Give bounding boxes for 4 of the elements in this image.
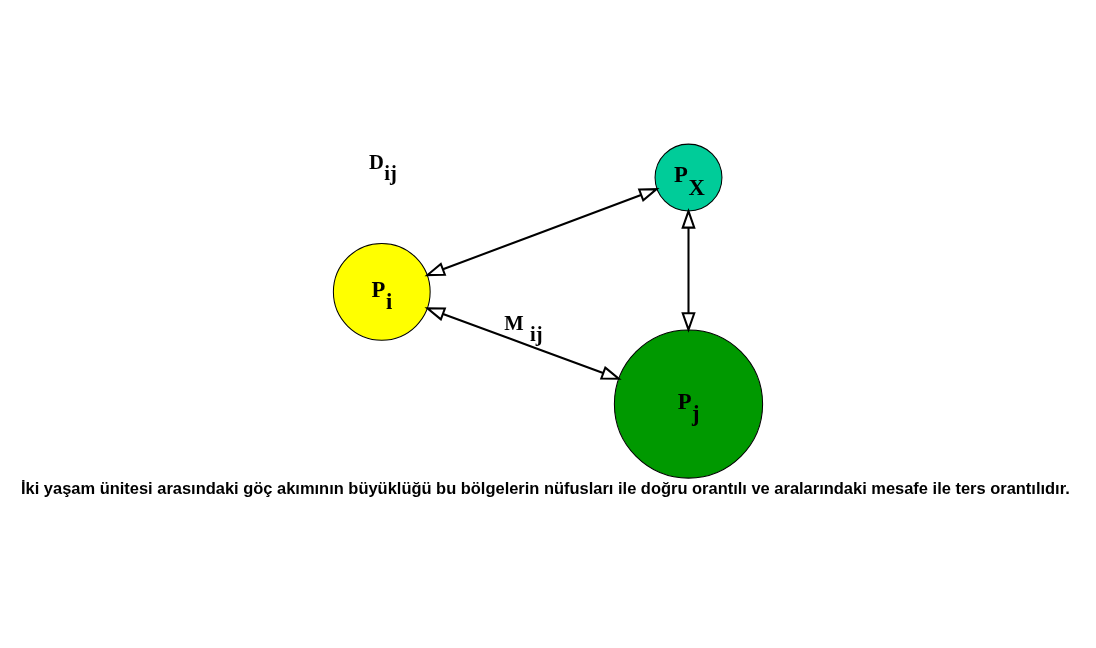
arrow [424, 187, 660, 276]
arrow [424, 306, 622, 380]
caption: İki yaşam ünitesi arasındaki göç akımının büyüklüğü bu bölgelerin nüfusları ile doğru orantılı ve aralarındaki mesafe ile ters orantılıdır. [21, 478, 1070, 497]
arrow [681, 207, 696, 333]
